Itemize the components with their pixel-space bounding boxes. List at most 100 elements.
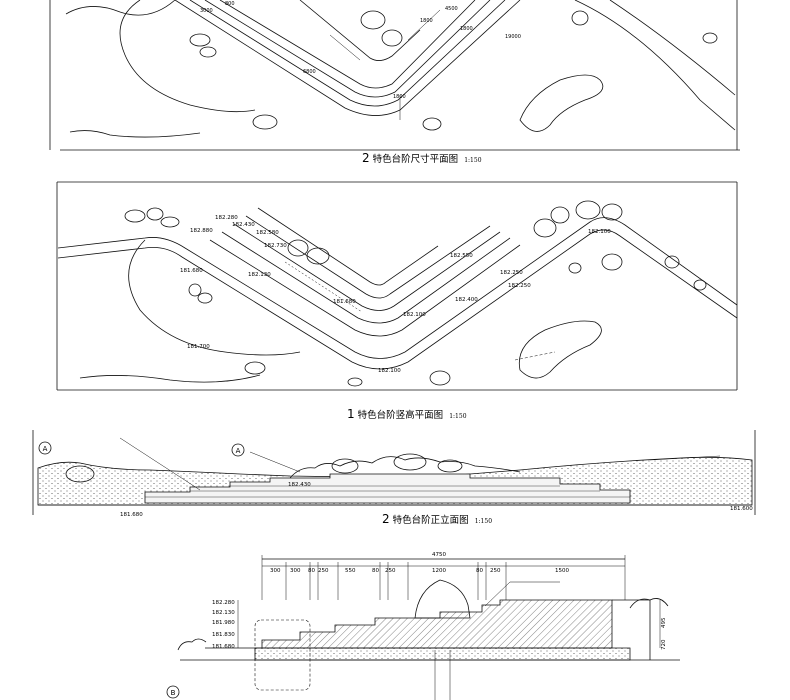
plan1-lawn-edge — [119, 0, 256, 113]
level-mark: 182.130 — [248, 272, 271, 278]
section-segment-label: 80 — [372, 568, 379, 574]
plan2-rock — [306, 247, 330, 265]
level-mark: 182.100 — [378, 368, 401, 374]
callout-group — [38, 441, 245, 699]
section-level-label: 182.280 — [212, 600, 235, 606]
title-scale: 1:150 — [464, 157, 482, 164]
level-plan-panel — [56, 181, 738, 391]
plan1-rock — [189, 33, 211, 47]
plan1-band-line3 — [204, 0, 491, 98]
plan1-rock — [199, 46, 217, 58]
callout-marker — [166, 685, 180, 699]
elev-step-mass — [144, 473, 631, 504]
section-detail-box — [254, 619, 311, 691]
plan1-dim-label: 1800 — [460, 26, 473, 32]
plan1-rock — [381, 29, 403, 47]
section-overall-label: 4750 — [432, 552, 446, 558]
section-boulder — [414, 579, 471, 619]
section-segment-label: 80 — [308, 568, 315, 574]
section-panel — [177, 555, 680, 700]
level-mark: 182.250 — [500, 270, 523, 276]
plan2-rock — [197, 292, 213, 304]
elev-level-mark: 181.600 — [730, 506, 753, 512]
plan2-path-outer — [57, 217, 738, 359]
level-mark: 182.100 — [588, 229, 611, 235]
section-segment-label: 250 — [490, 568, 501, 574]
section-shrub — [629, 598, 669, 609]
plan1-path-edge — [69, 130, 201, 138]
plan2-lawn-edge — [128, 239, 301, 356]
section-level-label: 182.130 — [212, 610, 235, 616]
elev-rock — [393, 453, 427, 471]
plan2-rock — [146, 207, 164, 221]
level-mark: 181.680 — [333, 299, 356, 305]
plan1-dim-label: 1800 — [420, 18, 433, 24]
plan2-step-line — [233, 223, 501, 311]
plan1-dim-label: 1800 — [393, 94, 406, 100]
callout-label: A — [236, 447, 241, 455]
elev-rock — [65, 465, 95, 483]
callout-label: A — [43, 445, 48, 453]
plan2-rock — [550, 206, 570, 224]
plan1-dim-label: 3000 — [200, 8, 213, 14]
title-text: 特色台阶竖高平面图 — [357, 410, 444, 421]
plan2-rock — [429, 370, 451, 386]
plan2-step-line — [245, 215, 491, 299]
plan1-dim-label: 19000 — [505, 34, 521, 40]
section-dim-ticks — [261, 555, 626, 600]
plan2-rock — [601, 203, 623, 221]
level-mark: 182.400 — [455, 297, 478, 303]
section-segment-label: 300 — [270, 568, 281, 574]
elevation-panel — [32, 430, 756, 515]
level-mark: 182.100 — [403, 312, 426, 318]
plan2-rock — [664, 255, 680, 269]
section-segment-label: 300 — [290, 568, 301, 574]
plan2-step-line — [257, 207, 439, 286]
section-level-label: 181.980 — [212, 620, 235, 626]
section-base-slab — [254, 647, 631, 661]
plan1-rock — [360, 10, 386, 30]
drawing-title-level-plan: 1 特色台阶竖高平面图 1:150 — [347, 407, 467, 421]
plan1-band-line4 — [219, 0, 476, 89]
plan1-dim-line — [407, 9, 441, 41]
section-hatched-mass — [261, 599, 613, 649]
plan2-rock — [244, 361, 266, 375]
plan2-path-inner — [57, 229, 738, 370]
level-mark: 181.700 — [187, 344, 210, 350]
size-plan-panel — [49, 0, 740, 151]
elev-rock-line — [289, 456, 521, 479]
elev-rock — [331, 458, 359, 474]
plan2-rock — [188, 283, 202, 297]
level-mark: 182.880 — [190, 228, 213, 234]
plan1-dim-line — [329, 34, 361, 61]
plan1-dim-label: 800 — [225, 1, 235, 7]
plan2-rock — [693, 279, 707, 291]
plan2-rock — [347, 377, 363, 387]
level-mark: 182.430 — [232, 222, 255, 228]
plan2-dashed-guide — [514, 351, 556, 361]
title-index-circle: 1 — [347, 407, 355, 421]
plan1-rock — [422, 117, 442, 131]
plan2-rock — [287, 239, 309, 257]
elev-level-mark: 181.680 — [120, 512, 143, 518]
section-height-label: 720 — [661, 639, 667, 650]
plan2-rock — [568, 262, 582, 274]
plan2-step-line — [209, 239, 521, 337]
plan2-rock — [124, 209, 146, 223]
plan2-step-line — [221, 231, 511, 324]
plan2-pond — [518, 320, 602, 379]
level-mark: 182.580 — [256, 230, 279, 236]
callout-label: B — [171, 689, 176, 697]
plan2-bottom-edge — [79, 374, 261, 383]
elev-leader — [249, 451, 301, 473]
section-segment-label: 80 — [476, 568, 483, 574]
section-segment-label: 1500 — [555, 568, 569, 574]
plan1-pond — [519, 74, 604, 132]
elev-rock — [437, 459, 463, 473]
title-text: 特色台阶正立面图 — [392, 515, 469, 526]
title-index-circle: 2 — [362, 151, 370, 165]
level-mark: 181.680 — [180, 268, 203, 274]
drawing-title-elevation: 2 特色台阶正立面图 1:150 — [382, 512, 492, 526]
callout-marker — [38, 441, 52, 455]
